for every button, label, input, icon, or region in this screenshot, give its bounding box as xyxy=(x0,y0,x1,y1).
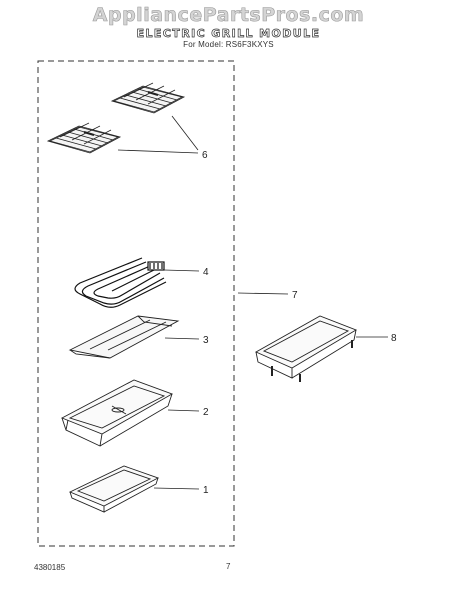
callout-2: 2 xyxy=(203,407,209,418)
diagram-title: ELECTRIC GRILL MODULE xyxy=(136,27,321,41)
leader-1 xyxy=(153,487,200,490)
callout-3: 3 xyxy=(203,335,209,346)
drip-pan xyxy=(60,379,174,447)
leader-7 xyxy=(237,292,289,295)
callout-1: 1 xyxy=(203,485,209,496)
document-number: 4380185 xyxy=(34,563,66,572)
heating-element xyxy=(74,257,167,308)
leader-6a xyxy=(171,115,199,151)
griddle-pan xyxy=(254,315,358,382)
callout-4: 4 xyxy=(203,267,209,278)
leader-6b xyxy=(117,149,199,154)
page-number: 7 xyxy=(226,562,231,571)
leader-4 xyxy=(163,269,200,272)
drip-tray xyxy=(68,465,160,513)
grill-grate-upper xyxy=(110,82,186,114)
leader-3 xyxy=(164,337,200,340)
leader-2 xyxy=(167,409,200,412)
reflector-shield xyxy=(68,315,180,359)
grill-grate-lower xyxy=(46,122,122,154)
callout-8: 8 xyxy=(391,333,397,344)
leader-lines xyxy=(117,115,388,490)
callout-6: 6 xyxy=(202,150,208,161)
model-subtitle: For Model: RS6F3KXYS xyxy=(183,40,274,49)
callout-7: 7 xyxy=(292,290,298,301)
site-watermark: AppliancePartsPros.com xyxy=(92,4,365,27)
